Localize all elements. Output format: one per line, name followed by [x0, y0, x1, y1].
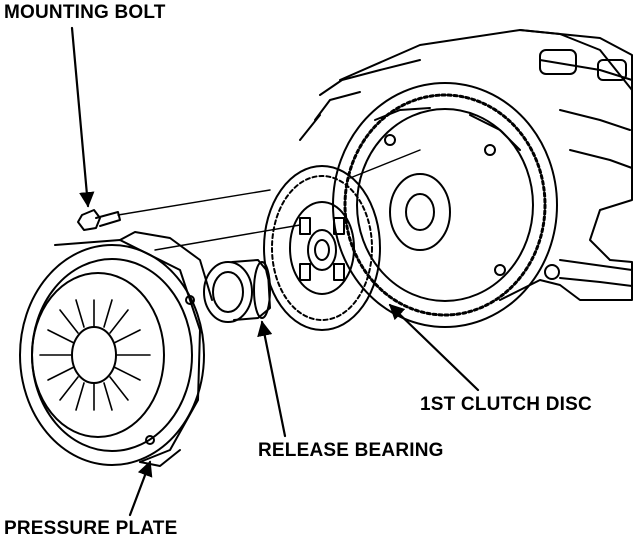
alignment-lines	[117, 149, 421, 251]
arrow-pressure-plate	[128, 460, 153, 517]
release-bearing	[203, 259, 271, 323]
clutch-disc	[263, 165, 381, 331]
leader-arrows	[70, 26, 480, 517]
flywheel	[332, 82, 558, 328]
engine-block	[299, 29, 633, 301]
pressure-plate-label: PRESSURE PLATE	[4, 518, 178, 539]
clutch-disc-label: 1ST CLUTCH DISC	[420, 394, 592, 415]
release-bearing-label: RELEASE BEARING	[258, 440, 444, 461]
arrow-clutch-disc	[388, 303, 480, 392]
arrow-mounting-bolt	[70, 26, 95, 208]
arrow-release-bearing	[257, 320, 287, 438]
pressure-plate	[19, 231, 213, 467]
mounting-bolt	[77, 209, 121, 231]
mounting-bolt-label: MOUNTING BOLT	[4, 2, 166, 23]
